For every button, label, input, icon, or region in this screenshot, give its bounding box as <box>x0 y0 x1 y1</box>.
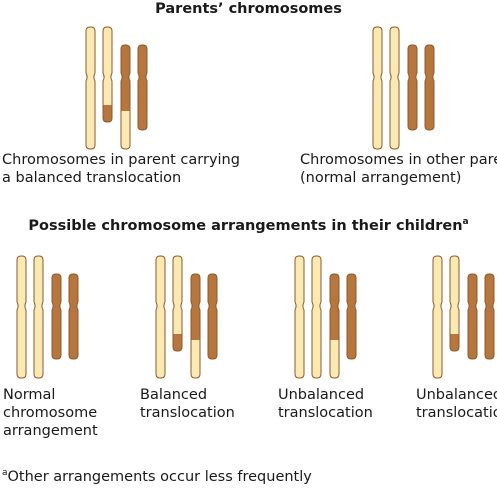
child-normal-chrom-3 <box>51 273 62 360</box>
child-balanced-chrom-2-segment-0 <box>173 256 182 334</box>
footnote-mark: a <box>2 468 8 479</box>
child-unbalanced1-chrom-2 <box>311 255 322 379</box>
other-parent-chrom-3 <box>407 44 418 131</box>
carrier-parent-chrom-3-outline <box>120 44 131 150</box>
carrier-parent-chrom-4-outline <box>137 44 148 131</box>
child-unbalanced1-chrom-2-outline <box>311 255 322 379</box>
other-parent-chrom-2-outline <box>389 26 400 150</box>
child-balanced-chrom-3-outline <box>190 273 201 379</box>
child-unbalanced2-chrom-3-outline <box>467 273 478 360</box>
child-unbalanced1-chrom-1-segment-0 <box>295 256 304 378</box>
child-normal-chrom-1 <box>16 255 27 379</box>
child-label-balanced: Balanced translocation <box>140 387 235 421</box>
child-balanced-chrom-2 <box>172 255 183 352</box>
child-unbalanced2-chrom-3-segment-0 <box>468 274 477 359</box>
child-unbalanced2-chrom-1 <box>432 255 443 379</box>
carrier-parent-chrom-3-segment-1 <box>121 111 130 149</box>
child-normal-chrom-2-outline <box>33 255 44 379</box>
child-unbalanced2-chrom-4 <box>484 273 495 360</box>
other-parent-chrom-1-outline <box>372 26 383 150</box>
child-balanced-chrom-1-outline <box>155 255 166 379</box>
carrier-parent-chrom-1-segment-0 <box>86 27 95 149</box>
child-normal-chrom-1-segment-0 <box>17 256 26 378</box>
child-unbalanced2-chrom-2-outline <box>449 255 460 352</box>
other-parent-chrom-3-outline <box>407 44 418 131</box>
carrier-parent-chrom-2 <box>102 26 113 123</box>
child-unbalanced1-chrom-1-outline <box>294 255 305 379</box>
child-unbalanced2-chrom-1-segment-0 <box>433 256 442 378</box>
carrier-parent-chrom-1-outline <box>85 26 96 150</box>
child-balanced-chrom-4 <box>207 273 218 360</box>
children-title: Possible chromosome arrangements in thei… <box>28 217 469 234</box>
normal-parent-label: Chromosomes in other parent (normal arra… <box>300 152 497 186</box>
child-unbalanced2-chrom-2 <box>449 255 460 352</box>
carrier-parent-chrom-2-outline <box>102 26 113 123</box>
child-balanced-chrom-3 <box>190 273 201 379</box>
other-parent-chrom-4-outline <box>424 44 435 131</box>
child-unbalanced1-chrom-4-outline <box>346 273 357 360</box>
child-unbalanced1-chrom-1 <box>294 255 305 379</box>
child-balanced-chrom-1-segment-0 <box>156 256 165 378</box>
child-label-unbalanced-1: Unbalanced translocation <box>278 387 373 421</box>
child-balanced-chrom-1 <box>155 255 166 379</box>
carrier-parent-chrom-2-segment-0 <box>103 27 112 105</box>
child-normal-chrom-2 <box>33 255 44 379</box>
carrier-parent-chrom-3 <box>120 44 131 150</box>
child-label-unbalanced-2: Unbalanced translocation <box>416 387 497 421</box>
child-label-normal: Normal chromosome arrangement <box>3 387 98 439</box>
child-unbalanced2-chrom-3 <box>467 273 478 360</box>
child-normal-chrom-3-outline <box>51 273 62 360</box>
child-unbalanced1-chrom-3-outline <box>329 273 340 379</box>
child-balanced-chrom-4-outline <box>207 273 218 360</box>
child-normal-chrom-3-segment-0 <box>52 274 61 359</box>
child-unbalanced1-chrom-3-segment-0 <box>330 274 339 340</box>
child-balanced-chrom-4-segment-0 <box>208 274 217 359</box>
other-parent-chrom-1 <box>372 26 383 150</box>
child-unbalanced1-chrom-2-segment-0 <box>312 256 321 378</box>
parents-title: Parents’ chromosomes <box>155 1 342 17</box>
carrier-parent-label: Chromosomes in parent carrying a balance… <box>2 152 240 186</box>
child-unbalanced2-chrom-2-segment-1 <box>450 334 459 351</box>
other-parent-chrom-2-segment-0 <box>390 27 399 149</box>
carrier-parent-chrom-2-segment-1 <box>103 105 112 122</box>
child-unbalanced1-chrom-4 <box>346 273 357 360</box>
other-parent-chrom-3-segment-0 <box>408 45 417 130</box>
other-parent-chrom-1-segment-0 <box>373 27 382 149</box>
child-unbalanced1-chrom-4-segment-0 <box>347 274 356 359</box>
child-unbalanced2-chrom-2-segment-0 <box>450 256 459 334</box>
child-normal-chrom-2-segment-0 <box>34 256 43 378</box>
carrier-parent-chrom-3-segment-0 <box>121 45 130 111</box>
other-parent-chrom-4-segment-0 <box>425 45 434 130</box>
child-balanced-chrom-2-outline <box>172 255 183 352</box>
child-normal-chrom-4 <box>68 273 79 360</box>
carrier-parent-chrom-4-segment-0 <box>138 45 147 130</box>
child-unbalanced1-chrom-3-segment-1 <box>330 340 339 378</box>
child-balanced-chrom-2-segment-1 <box>173 334 182 351</box>
child-balanced-chrom-3-segment-0 <box>191 274 200 340</box>
child-unbalanced2-chrom-4-segment-0 <box>485 274 494 359</box>
child-unbalanced2-chrom-4-outline <box>484 273 495 360</box>
child-unbalanced2-chrom-1-outline <box>432 255 443 379</box>
carrier-parent-chrom-1 <box>85 26 96 150</box>
footnote: aOther arrangements occur less frequentl… <box>2 468 312 485</box>
child-unbalanced1-chrom-3 <box>329 273 340 379</box>
children-title-footnote-mark: a <box>462 217 469 228</box>
child-normal-chrom-1-outline <box>16 255 27 379</box>
child-balanced-chrom-3-segment-1 <box>191 340 200 378</box>
child-normal-chrom-4-outline <box>68 273 79 360</box>
other-parent-chrom-4 <box>424 44 435 131</box>
child-normal-chrom-4-segment-0 <box>69 274 78 359</box>
carrier-parent-chrom-4 <box>137 44 148 131</box>
other-parent-chrom-2 <box>389 26 400 150</box>
